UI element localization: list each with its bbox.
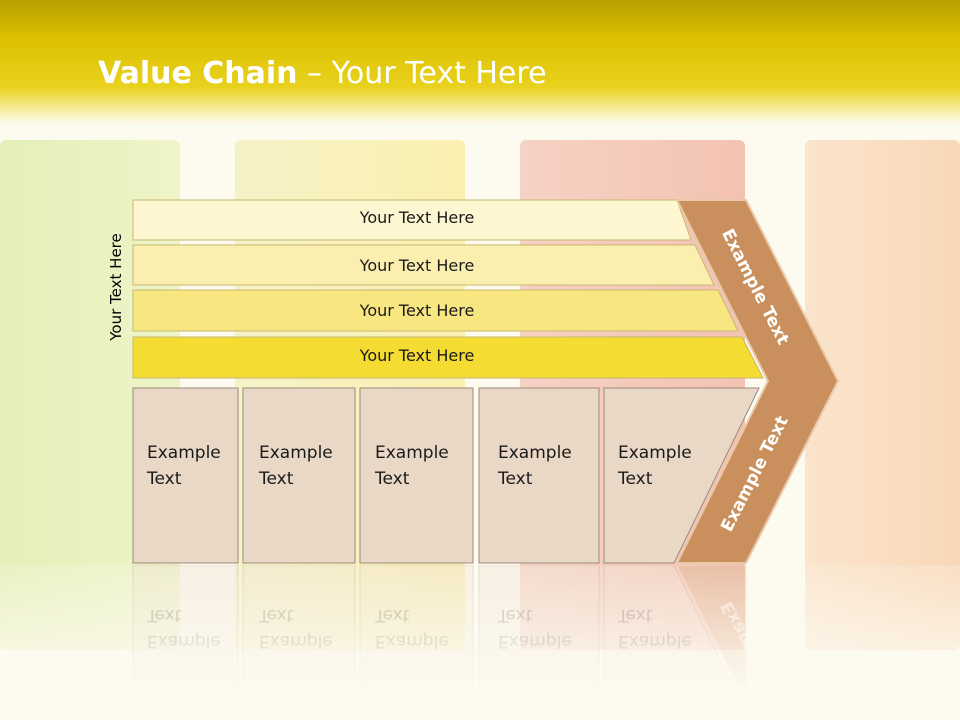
title-bold: Value Chain [98, 56, 298, 91]
band-4 [132, 336, 764, 379]
band-1-label: Your Text Here [359, 208, 475, 227]
band-1 [132, 199, 692, 241]
band-4-label: Your Text Here [359, 346, 475, 365]
box-1-line2: Text [147, 469, 182, 489]
box-4 [478, 387, 600, 564]
box-5 [603, 387, 760, 564]
band-2 [132, 244, 715, 286]
box-1 [132, 387, 239, 564]
box-4-line2: Text [498, 469, 533, 489]
box-3-line1: Example [375, 443, 449, 463]
reflection-fade [0, 565, 960, 720]
page-title: Value Chain – Your Text Here [98, 54, 547, 94]
band-2-label: Your Text Here [359, 256, 475, 275]
box-2 [242, 387, 356, 564]
box-3 [359, 387, 474, 564]
band-3-label: Your Text Here [359, 301, 475, 320]
box-3-line2: Text [375, 469, 410, 489]
band-3 [132, 289, 739, 332]
chevron-arrow [675, 199, 840, 564]
box-4-line1: Example [498, 443, 572, 463]
box-5-line2: Text [618, 469, 653, 489]
title-rest: – Your Text Here [297, 56, 547, 91]
box-5-line1: Example [618, 443, 692, 463]
header-bar [0, 0, 960, 125]
box-2-line1: Example [259, 443, 333, 463]
box-2-line2: Text [259, 469, 294, 489]
box-1-line1: Example [147, 443, 221, 463]
